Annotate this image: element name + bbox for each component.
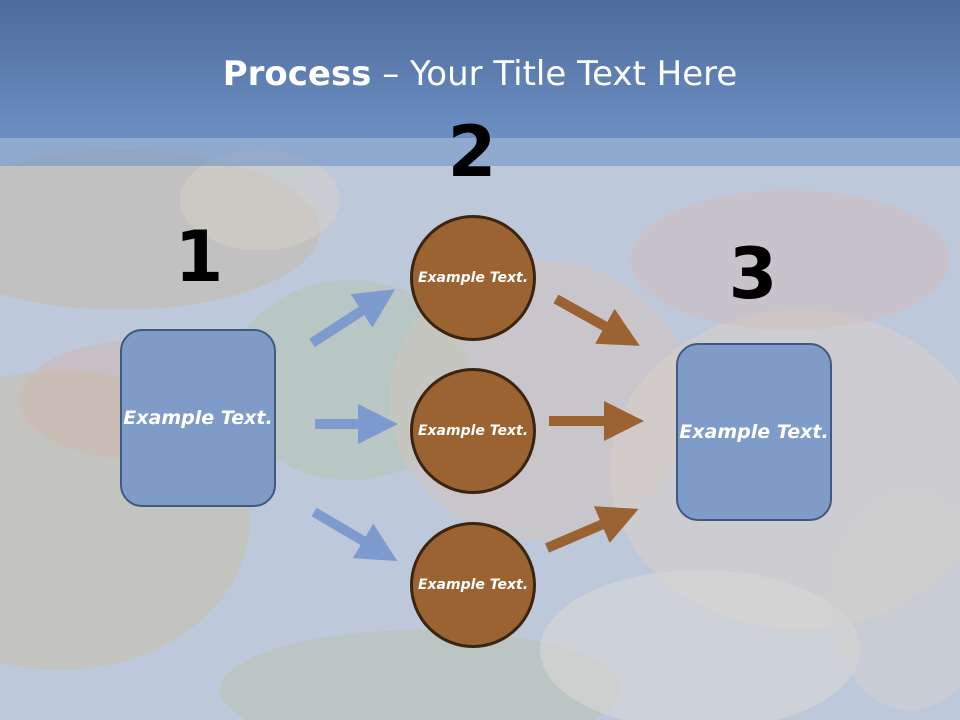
step-2-circle-middle[interactable]: Example Text. (410, 368, 536, 494)
arrow-box1-to-circle1 (309, 289, 396, 348)
step-3-box-text: Example Text. (679, 420, 829, 443)
step-3-box[interactable]: Example Text. (676, 343, 832, 521)
slide-title-rest: – Your Title Text Here (371, 54, 738, 94)
step-1-box[interactable]: Example Text. (120, 329, 276, 507)
title-band (0, 0, 960, 138)
circle-middle-text: Example Text. (417, 422, 529, 439)
step-1-box-text: Example Text. (123, 406, 273, 429)
circle-top-text: Example Text. (417, 269, 529, 286)
title-band-fade (0, 138, 960, 166)
step-2-circle-top[interactable]: Example Text. (410, 215, 536, 341)
slide-title-bold: Process (222, 54, 372, 94)
arrow-circle3-to-box3 (545, 506, 639, 553)
step-number-1: 1 (174, 216, 224, 298)
arrow-box1-to-circle3 (311, 507, 398, 562)
circle-bottom-text: Example Text. (417, 576, 529, 593)
arrow-circle1-to-box3 (553, 294, 640, 346)
step-number-2: 2 (447, 111, 497, 193)
slide-title: Process – Your Title Text Here (0, 52, 960, 96)
step-number-3: 3 (728, 233, 778, 315)
step-2-circle-bottom[interactable]: Example Text. (410, 522, 536, 648)
